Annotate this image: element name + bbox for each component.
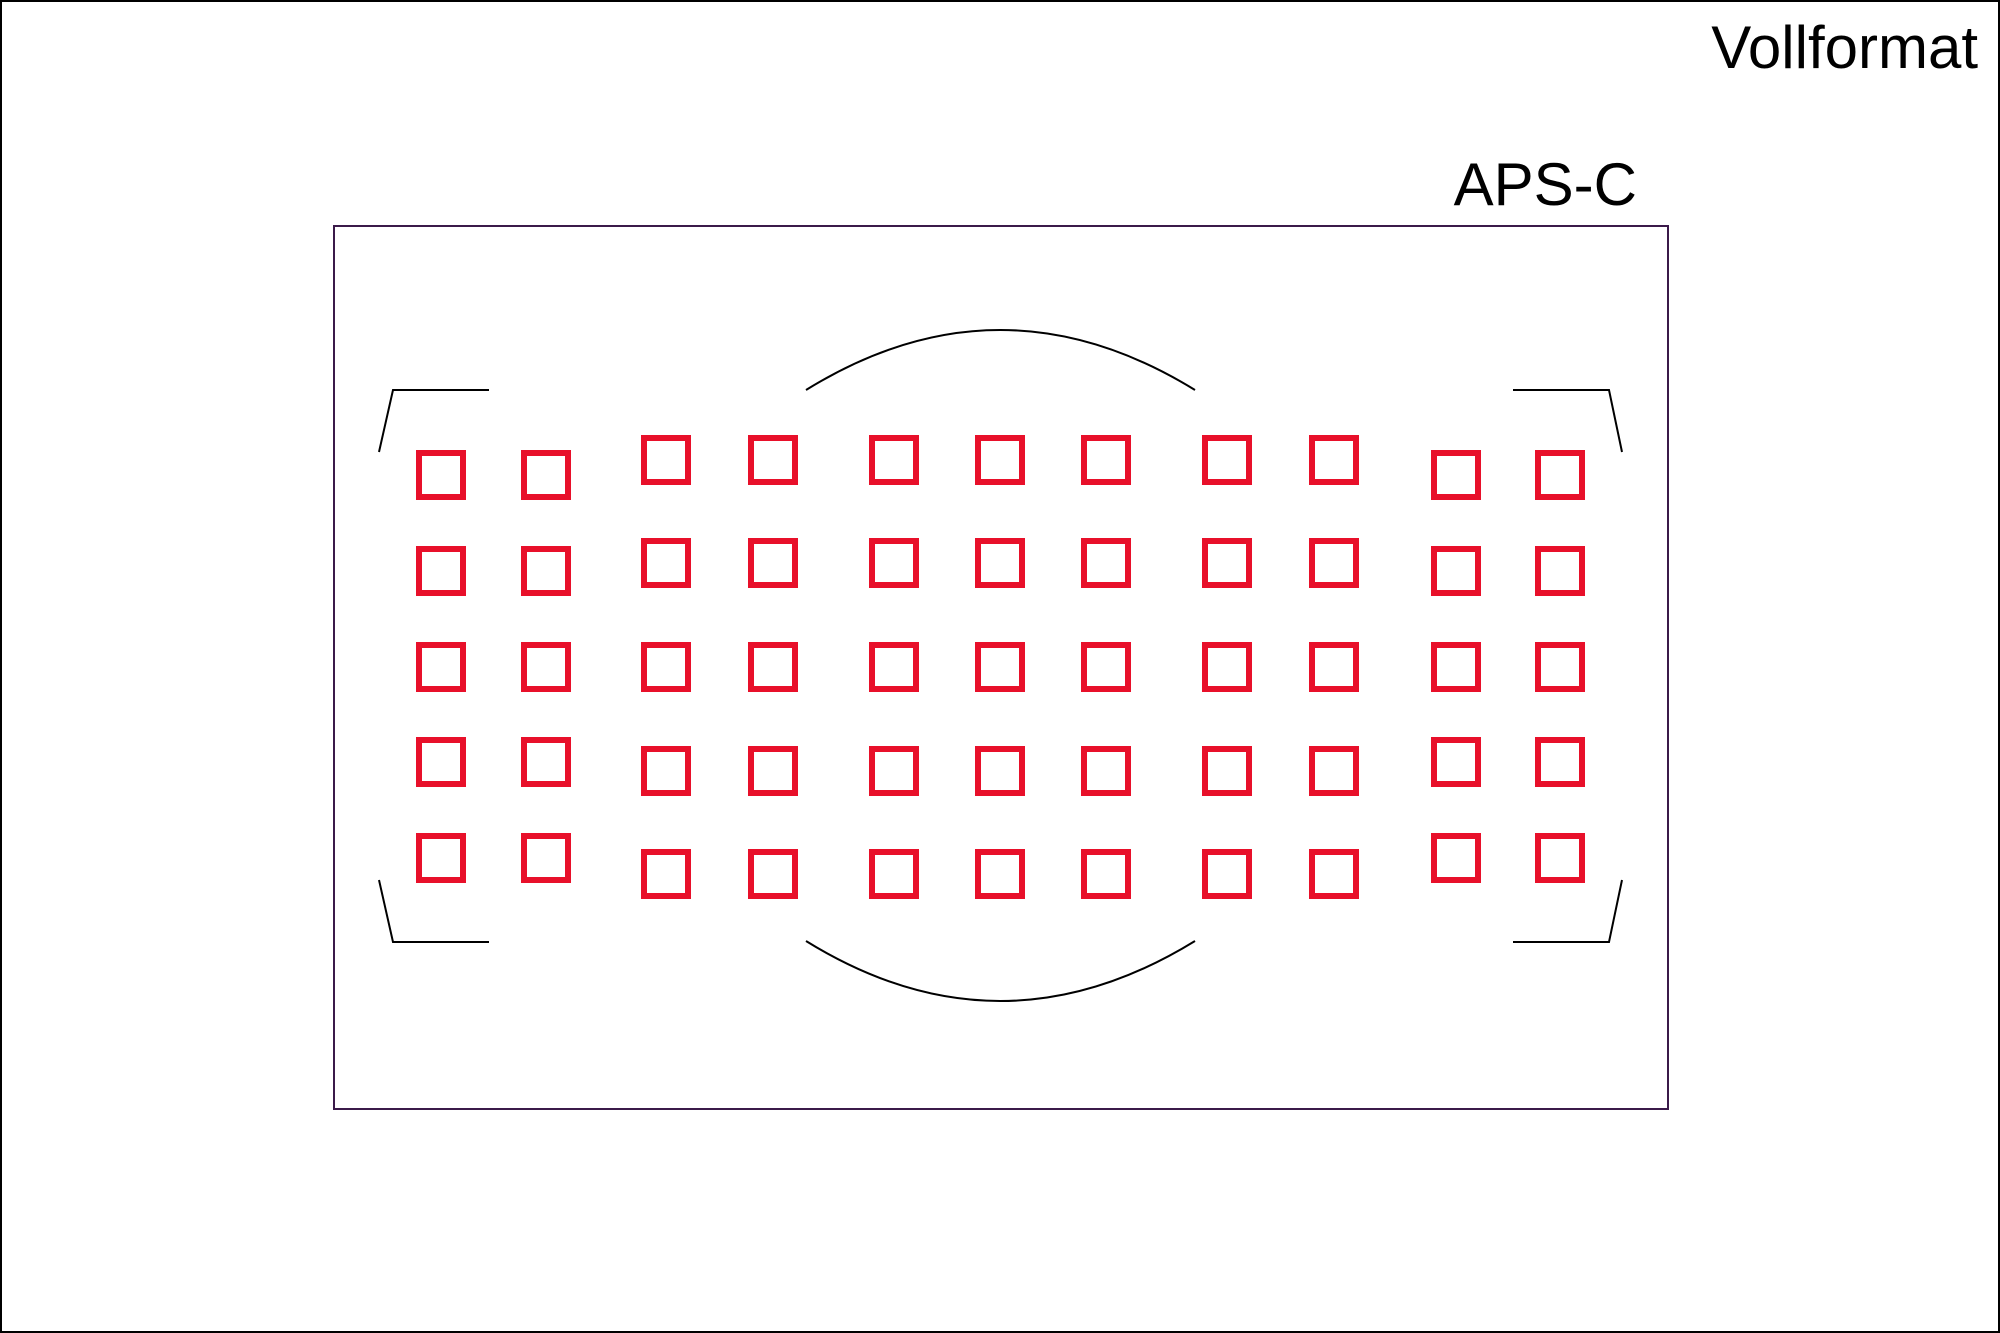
aps-c-label: APS-C — [1454, 151, 1637, 218]
af-point — [1081, 435, 1131, 485]
af-point — [641, 746, 691, 796]
af-point — [1431, 833, 1481, 883]
af-point — [521, 833, 571, 883]
af-point — [521, 642, 571, 692]
af-point — [1202, 538, 1252, 588]
af-point — [416, 737, 466, 787]
af-point — [748, 642, 798, 692]
af-point — [869, 642, 919, 692]
af-point — [1081, 746, 1131, 796]
af-point — [416, 833, 466, 883]
bottom-left-bracket-guide — [378, 879, 489, 943]
af-point — [1535, 546, 1585, 596]
af-point — [521, 546, 571, 596]
af-point — [1081, 538, 1131, 588]
top-left-bracket-guide — [378, 389, 489, 453]
bottom-arc-guide — [805, 940, 1196, 1002]
af-point — [641, 538, 691, 588]
af-point — [1202, 642, 1252, 692]
af-point — [1535, 737, 1585, 787]
af-point — [748, 435, 798, 485]
af-point — [975, 642, 1025, 692]
af-point — [1535, 450, 1585, 500]
af-point — [869, 435, 919, 485]
full-frame-label: Vollformat — [1711, 14, 1978, 81]
af-point — [748, 538, 798, 588]
af-point — [641, 849, 691, 899]
top-right-bracket-guide — [1513, 389, 1623, 453]
af-point — [1535, 833, 1585, 883]
af-point — [975, 435, 1025, 485]
af-point — [1309, 435, 1359, 485]
af-point — [1202, 435, 1252, 485]
af-point — [869, 746, 919, 796]
af-point — [1081, 642, 1131, 692]
af-point — [1535, 642, 1585, 692]
af-point — [416, 546, 466, 596]
aps-c-frame — [333, 225, 1669, 1110]
af-point — [521, 737, 571, 787]
af-point — [869, 538, 919, 588]
af-point — [975, 538, 1025, 588]
af-point — [641, 435, 691, 485]
af-point — [416, 642, 466, 692]
af-point — [1309, 538, 1359, 588]
af-point-grid — [416, 435, 1585, 899]
af-point — [1309, 746, 1359, 796]
af-point — [1431, 642, 1481, 692]
af-point — [416, 450, 466, 500]
af-point — [1431, 737, 1481, 787]
af-point — [1309, 849, 1359, 899]
af-point — [521, 450, 571, 500]
bottom-right-bracket-guide — [1513, 879, 1623, 943]
af-point — [869, 849, 919, 899]
top-arc-guide — [805, 329, 1196, 391]
af-point — [1309, 642, 1359, 692]
af-point — [1081, 849, 1131, 899]
af-point — [1202, 849, 1252, 899]
af-point — [641, 642, 691, 692]
af-point — [748, 849, 798, 899]
af-point — [748, 746, 798, 796]
af-point — [1202, 746, 1252, 796]
af-point — [1431, 546, 1481, 596]
af-point — [975, 746, 1025, 796]
af-point — [975, 849, 1025, 899]
af-point — [1431, 450, 1481, 500]
